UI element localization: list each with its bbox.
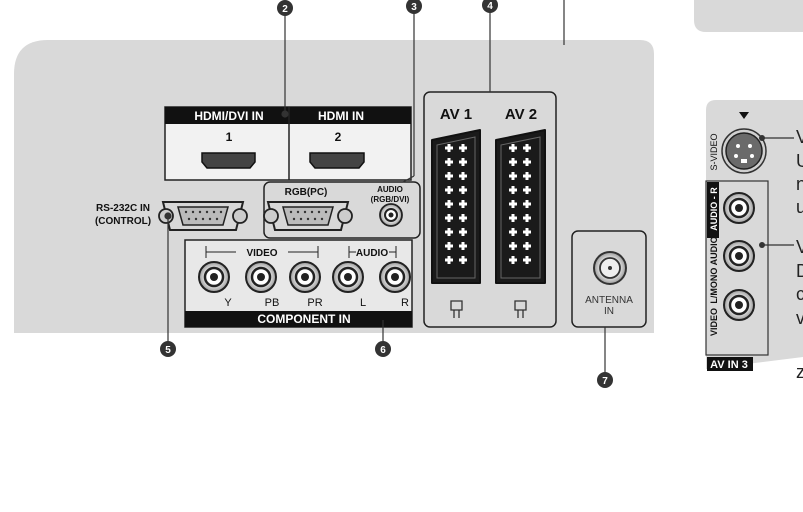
component-audio-r-jack bbox=[378, 260, 412, 294]
svideo-arrow-icon bbox=[739, 112, 749, 119]
component-audio-l-jack bbox=[331, 260, 365, 294]
side-panel: S-VIDEO AUDIO - R L/MONO AUDIO VIDEO AV … bbox=[694, 0, 803, 371]
callout-6: 6 bbox=[375, 341, 391, 357]
antenna-coax-jack bbox=[593, 251, 627, 285]
callout-7: 7 bbox=[597, 372, 613, 388]
svg-text:U: U bbox=[796, 151, 803, 171]
antenna-block: ANTENNA IN bbox=[571, 230, 647, 328]
audio-minijack bbox=[379, 203, 403, 227]
component-title: COMPONENT IN bbox=[257, 312, 350, 326]
hdmi2-port bbox=[309, 152, 365, 169]
component-audio-label: AUDIO bbox=[356, 248, 388, 259]
side-audio-l-jack bbox=[722, 239, 756, 273]
scart-block: AV 1 AV 2 bbox=[423, 91, 557, 328]
component-pb-label: PB bbox=[265, 297, 280, 309]
component-pb-jack bbox=[244, 260, 278, 294]
rs232c-port: RS-232C IN (CONTROL) bbox=[95, 201, 248, 231]
av1-label: AV 1 bbox=[440, 106, 472, 123]
side-description-text: V U n u V D c v z bbox=[796, 127, 803, 382]
svideo-label: S-VIDEO bbox=[709, 133, 719, 170]
svideo-jack bbox=[721, 128, 767, 174]
component-y-label: Y bbox=[224, 297, 232, 309]
antenna-label-line2: IN bbox=[604, 306, 614, 317]
svg-text:4: 4 bbox=[487, 1, 493, 12]
rs232c-label-line1: RS-232C IN bbox=[96, 203, 150, 214]
svg-text:V: V bbox=[796, 237, 803, 257]
svg-text:n: n bbox=[796, 174, 803, 194]
rgb-audio-block: RGB(PC) AUDIO (RGB/DVI) bbox=[263, 181, 421, 239]
av2-scart-icon bbox=[514, 300, 527, 318]
rgb-audio-label-line1: AUDIO bbox=[377, 185, 403, 194]
hdmi2-number: 2 bbox=[335, 130, 342, 144]
hdmi1-port bbox=[201, 152, 256, 169]
hdmi1-title: HDMI/DVI IN bbox=[194, 109, 263, 123]
component-l-label: L bbox=[360, 297, 366, 309]
component-video-label: VIDEO bbox=[246, 248, 277, 259]
side-audio-r-jack bbox=[722, 191, 756, 225]
hdmi-block: HDMI/DVI IN HDMI IN 1 2 bbox=[164, 106, 412, 181]
av1-scart-icon bbox=[450, 300, 463, 318]
svg-text:D: D bbox=[796, 261, 803, 281]
hdmi1-number: 1 bbox=[226, 130, 233, 144]
rgb-label: RGB(PC) bbox=[285, 187, 328, 198]
component-pr-label: PR bbox=[307, 297, 322, 309]
svg-text:2: 2 bbox=[282, 4, 288, 15]
svg-text:c: c bbox=[796, 284, 803, 304]
component-r-label: R bbox=[401, 297, 409, 309]
av1-scart-connector bbox=[431, 129, 481, 284]
audio-r-label-bg bbox=[707, 182, 719, 238]
svg-text:u: u bbox=[796, 197, 803, 217]
callout-5: 5 bbox=[160, 341, 176, 357]
svg-text:5: 5 bbox=[165, 345, 171, 356]
svg-text:V: V bbox=[796, 127, 803, 147]
antenna-label-line1: ANTENNA bbox=[585, 295, 633, 306]
callout-3: 3 bbox=[406, 0, 422, 14]
side-video-jack bbox=[722, 288, 756, 322]
svg-text:3: 3 bbox=[411, 2, 417, 13]
hdmi2-title: HDMI IN bbox=[318, 109, 364, 123]
svg-text:z: z bbox=[796, 362, 803, 382]
component-y-jack bbox=[197, 260, 231, 294]
svg-text:v: v bbox=[796, 308, 803, 328]
callout-2: 2 bbox=[277, 0, 293, 16]
component-pr-jack bbox=[288, 260, 322, 294]
svg-text:6: 6 bbox=[380, 345, 386, 356]
av2-label: AV 2 bbox=[505, 106, 537, 123]
svg-text:7: 7 bbox=[602, 376, 608, 387]
side-video-label: VIDEO bbox=[709, 308, 719, 336]
audio-r-label: AUDIO - R bbox=[709, 187, 719, 231]
callout-lines bbox=[164, 8, 606, 378]
rgb-audio-label-line2: (RGB/DVI) bbox=[371, 195, 410, 204]
callout-4: 4 bbox=[482, 0, 498, 13]
component-in-block: COMPONENT IN VIDEO AUDIO Y PB PR L R bbox=[184, 239, 413, 328]
mono-audio-l-label: L/MONO AUDIO bbox=[709, 236, 719, 303]
av-in3-title: AV IN 3 bbox=[710, 359, 748, 371]
rs232c-label-line2: (CONTROL) bbox=[95, 216, 151, 227]
av2-scart-connector bbox=[495, 129, 546, 284]
